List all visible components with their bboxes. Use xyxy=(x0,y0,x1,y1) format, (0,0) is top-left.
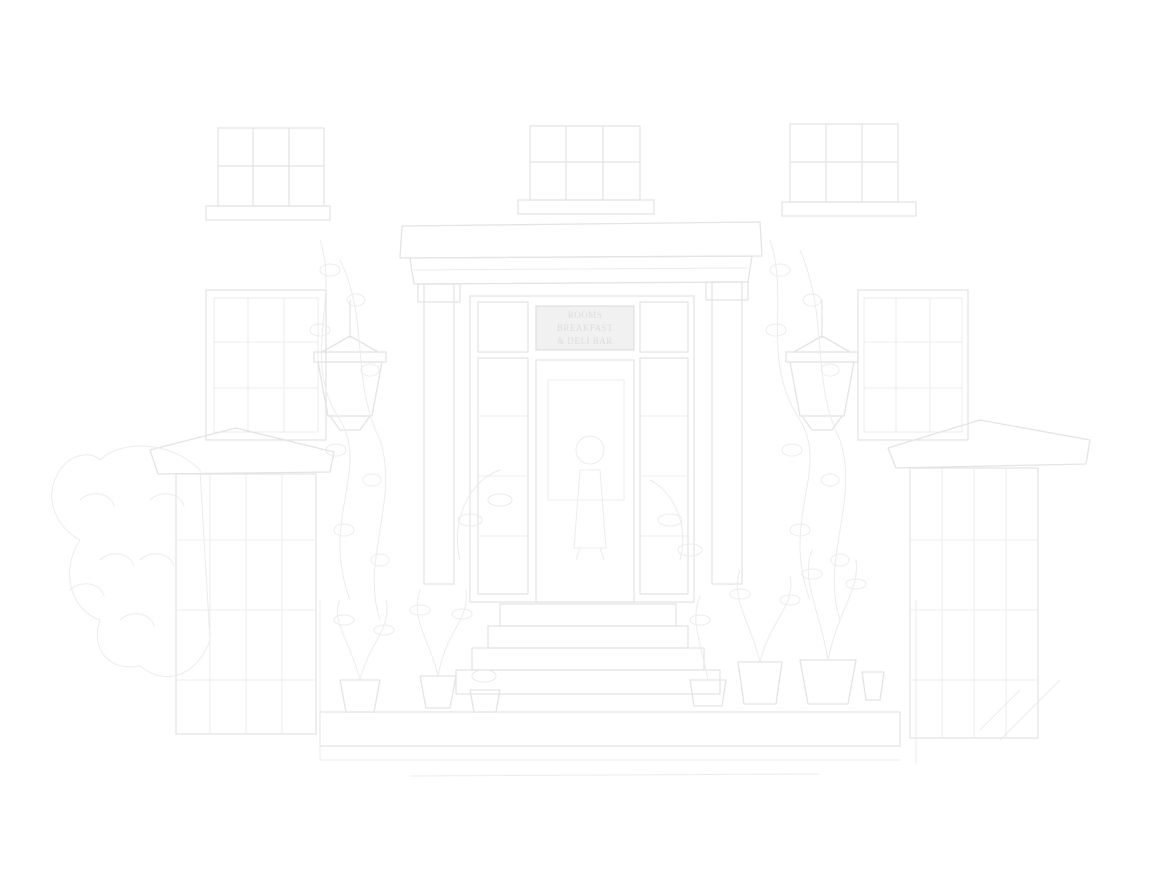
portico xyxy=(399,221,763,585)
doorway xyxy=(469,295,695,603)
upper-window-center xyxy=(517,125,655,215)
sign-line-1: ROOMS xyxy=(568,310,603,320)
gazebo-right xyxy=(887,419,1091,739)
ivy-right xyxy=(765,239,850,621)
potted-plants-right xyxy=(649,479,885,707)
sign-line-3: & DELI BAR xyxy=(557,336,613,346)
potted-plants-left xyxy=(333,469,513,713)
sign-line-2: BREAKFAST xyxy=(557,323,613,333)
bush-left xyxy=(51,445,211,678)
lower-window-left xyxy=(205,289,327,441)
upper-window-left xyxy=(205,127,331,221)
ground xyxy=(319,599,1061,765)
entrance-steps xyxy=(319,603,901,777)
ivy-left xyxy=(309,239,390,621)
lower-window-right xyxy=(857,289,969,441)
lantern-right-icon xyxy=(785,299,859,431)
gazebo-left xyxy=(149,427,335,735)
shop-sign: ROOMS BREAKFAST & DELI BAR xyxy=(535,305,635,351)
upper-window-right xyxy=(781,123,917,217)
